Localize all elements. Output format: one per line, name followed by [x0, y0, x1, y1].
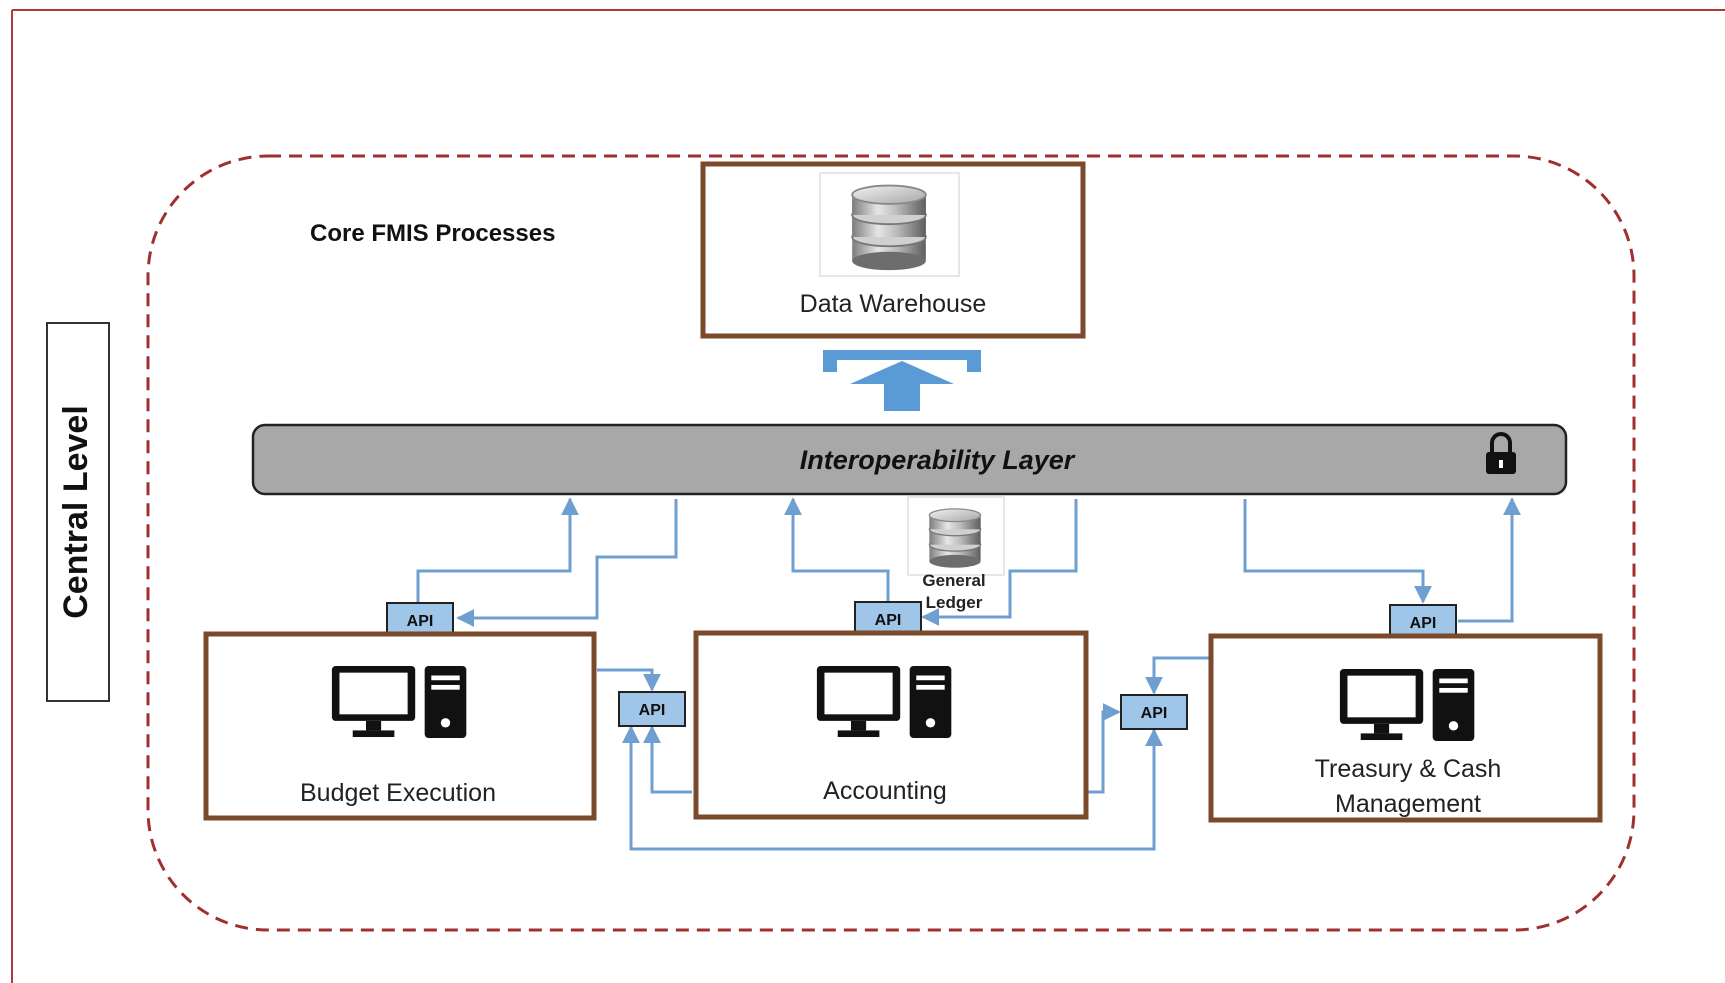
lock-icon [1486, 432, 1516, 474]
connector-layer-to-be [456, 499, 678, 627]
api-box: API [1389, 604, 1457, 639]
data-warehouse-box: Data Warehouse [700, 161, 1086, 339]
connector-be-up [416, 497, 579, 604]
connector-acc-to-api2 [643, 725, 692, 794]
central-level-label: Central Level [57, 405, 95, 619]
core-fmis-group-border [146, 154, 1636, 932]
database-icon [928, 508, 982, 569]
central-level-label-box: Central Level [46, 322, 110, 702]
general-ledger-line2: Ledger [926, 593, 983, 612]
budget-execution-label: Budget Execution [300, 779, 496, 807]
data-warehouse-label: Data Warehouse [800, 290, 987, 318]
connector-treasury-to-api3 [1145, 656, 1209, 695]
connector-layer-to-treasury [1243, 499, 1432, 604]
connector-acc-to-api3 [1087, 703, 1121, 794]
api-label: API [407, 613, 434, 630]
budget-execution-box: Budget Execution [203, 631, 597, 821]
treasury-cash-management-box: Treasury & Cash Management [1208, 633, 1603, 823]
api-label: API [1410, 615, 1437, 632]
treasury-label-line1: Treasury & Cash [1315, 755, 1502, 783]
connector-acc-up [784, 497, 890, 603]
general-ledger-line1: General [922, 571, 985, 590]
database-icon [851, 184, 927, 272]
general-ledger: General Ledger [907, 496, 1005, 612]
connector-be-to-api2 [597, 668, 661, 692]
api-box: API [386, 602, 454, 637]
api-box: API [618, 691, 686, 727]
accounting-box: Accounting [693, 630, 1089, 820]
group-title: Core FMIS Processes [310, 220, 555, 247]
interoperability-layer-label: Interoperability Layer [800, 445, 1076, 475]
connector-bottom-loop [622, 725, 1163, 851]
connector-treasury-up [1458, 497, 1521, 623]
api-box: API [854, 601, 922, 636]
api-label: API [1141, 705, 1168, 722]
api-label: API [875, 612, 902, 629]
interoperability-layer: Interoperability Layer [251, 423, 1568, 496]
connectors [416, 497, 1521, 851]
api-label: API [639, 702, 666, 719]
api-box: API [1120, 694, 1188, 730]
accounting-label: Accounting [823, 777, 947, 805]
connector-layer-to-acc [921, 499, 1078, 626]
treasury-label-line2: Management [1335, 790, 1481, 818]
upload-arrow [823, 350, 981, 411]
